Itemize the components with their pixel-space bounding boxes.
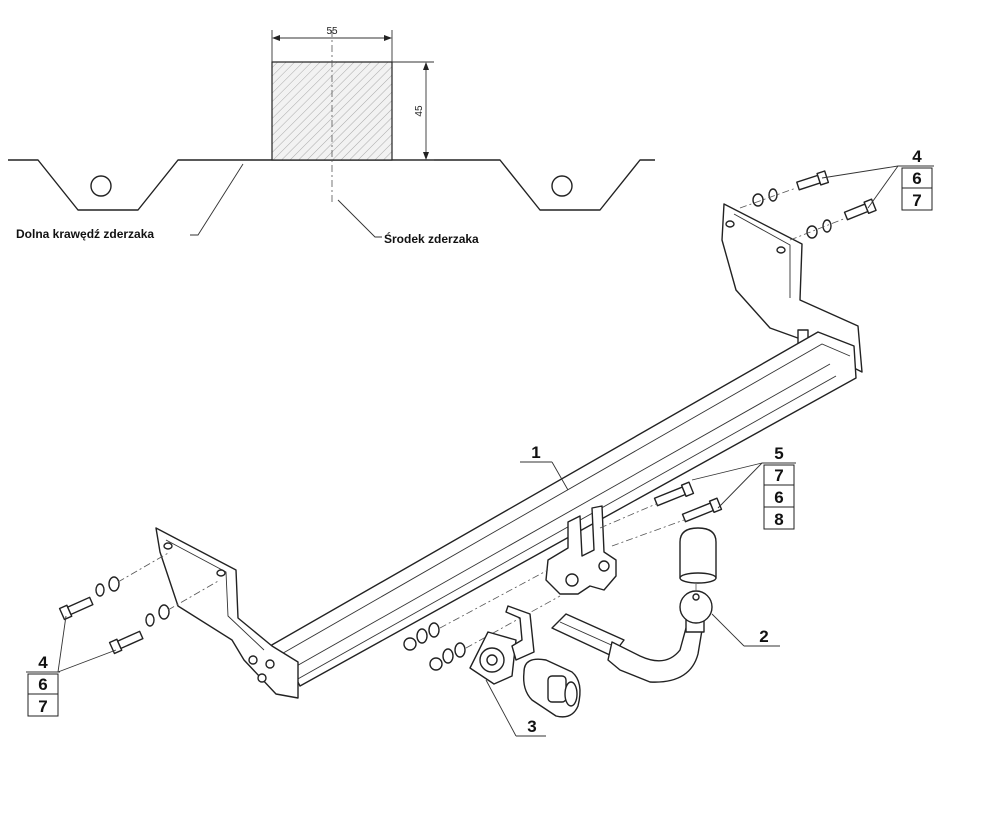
callout-part-1-label: 1 <box>531 443 540 462</box>
left-fasteners <box>58 551 221 655</box>
bumper-profile-detail: 55 45 Dolna krawędź zderzaka Środek zder… <box>8 26 655 246</box>
right-top-fasteners <box>739 170 877 241</box>
callout-part-2-label: 2 <box>759 627 768 646</box>
bumper-center-label: Środek zderzaka <box>384 231 479 246</box>
callout-top-right: 4 6 7 <box>821 147 934 211</box>
callout-part-3: 3 <box>485 679 546 737</box>
nuts-and-washers <box>403 569 561 671</box>
callout-right-middle-3: 6 <box>774 488 783 507</box>
callout-top-right-3: 7 <box>912 191 921 210</box>
dim-height: 45 <box>414 105 425 117</box>
electrical-socket <box>469 605 581 718</box>
callout-right-middle-2: 7 <box>774 466 783 485</box>
callout-top-right-2: 6 <box>912 169 921 188</box>
mounting-hole-left <box>90 175 112 197</box>
callout-left: 4 6 7 <box>26 615 117 717</box>
towbar-crossbeam <box>155 203 863 699</box>
callout-part-3-label: 3 <box>527 717 536 736</box>
callout-right-middle-1: 5 <box>774 444 783 463</box>
callout-left-2: 6 <box>38 675 47 694</box>
tow-ball-arm <box>551 527 717 683</box>
callout-top-right-1: 4 <box>912 147 922 166</box>
callout-left-1: 4 <box>38 653 48 672</box>
callout-left-3: 7 <box>38 697 47 716</box>
callout-part-1: 1 <box>520 443 569 491</box>
callout-right-middle-4: 8 <box>774 510 783 529</box>
callout-part-2: 2 <box>711 613 780 647</box>
receiver-bolts <box>599 481 723 547</box>
mounting-hole-right <box>551 175 573 197</box>
callout-right-middle: 5 7 6 8 <box>691 444 796 530</box>
dim-width: 55 <box>326 26 338 37</box>
bumper-edge-label: Dolna krawędź zderzaka <box>16 227 154 241</box>
